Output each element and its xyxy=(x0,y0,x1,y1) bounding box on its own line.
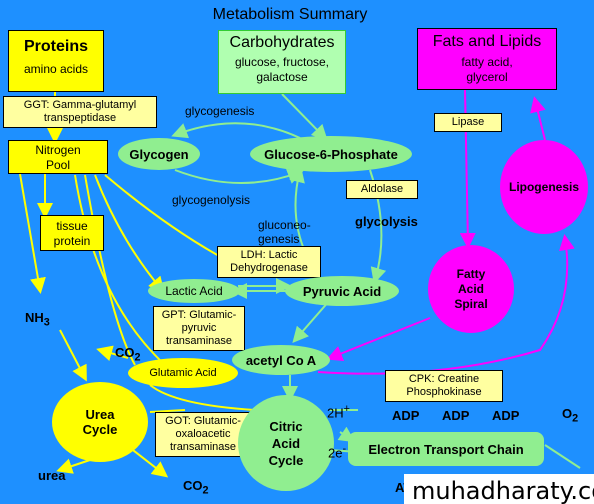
proteins-subtitle: amino acids xyxy=(23,62,89,76)
citric-cycle-line-1: Citric xyxy=(269,418,303,434)
got-line-1: GOT: Glutamic- xyxy=(165,415,241,427)
lactic-acid-oval: Lactic Acid xyxy=(148,279,240,303)
two-h-plus-label: 2H+ xyxy=(327,403,350,420)
nh3-base: NH xyxy=(25,310,44,325)
gpt-line-1: GPT: Glutamic- xyxy=(161,309,237,321)
adp-label-2: ADP xyxy=(442,408,470,423)
fats-subtitle-1: fatty acid, xyxy=(461,55,513,69)
electron-transport-chain-box: Electron Transport Chain xyxy=(348,432,544,466)
gpt-line-3: transaminase xyxy=(165,335,233,347)
co2-lower-label: CO2 xyxy=(183,478,209,497)
o2-base: O xyxy=(562,406,573,421)
co2-lower-base: CO xyxy=(183,478,203,493)
proteins-title: Proteins xyxy=(23,38,88,55)
two-electron-label: 2e- xyxy=(328,443,346,460)
nitrogen-pool-line-2: Pool xyxy=(45,158,71,172)
urea-cycle-line-2: Cycle xyxy=(82,422,118,437)
gluconeogenesis-line-1: gluconeo- xyxy=(258,218,311,232)
proteins-box: Proteins amino acids xyxy=(8,30,104,92)
watermark: muhadharaty.com xyxy=(404,474,594,504)
urea-label: urea xyxy=(38,468,66,483)
ggt-line-1: GGT: Gamma-glutamyl xyxy=(23,99,137,111)
cpk-line-2: Phosphokinase xyxy=(406,386,482,398)
urea-cycle-line-1: Urea xyxy=(85,407,115,422)
gluconeogenesis-label: gluconeo- genesis xyxy=(258,218,311,246)
carbohydrates-box: Carbohydrates glucose, fructose, galacto… xyxy=(218,30,346,94)
fats-subtitle-2: glycerol xyxy=(466,70,508,84)
carbohydrates-title: Carbohydrates xyxy=(229,34,335,51)
glutamic-acid-oval: Glutamic Acid xyxy=(128,358,238,388)
nitrogen-pool-box: Nitrogen Pool xyxy=(8,140,108,174)
glycogen-oval: Glycogen xyxy=(118,138,200,170)
co2-lower-subscript: 2 xyxy=(202,484,209,497)
got-line-3: transaminase xyxy=(169,441,237,453)
glycolysis-label: glycolysis xyxy=(355,214,418,229)
ldh-line-1: LDH: Lactic xyxy=(240,249,298,261)
gpt-line-2: pyruvic xyxy=(181,322,217,334)
nh3-subscript: 3 xyxy=(43,316,50,329)
acetyl-coa-oval: acetyl Co A xyxy=(232,345,330,375)
ggt-label: GGT: Gamma-glutamyl transpeptidase xyxy=(3,96,157,128)
fats-title: Fats and Lipids xyxy=(432,33,542,50)
co2-upper-base: CO xyxy=(115,345,135,360)
carbohydrate-pathway-lines xyxy=(171,93,581,469)
fatty-acid-spiral-line-1: Fatty xyxy=(456,266,486,281)
glucose-6-phosphate-oval: Glucose-6-Phosphate xyxy=(250,136,412,172)
protein-pathway-lines xyxy=(19,92,256,478)
got-line-2: oxaloacetic xyxy=(175,428,231,440)
nh3-label: NH3 xyxy=(25,310,50,329)
citric-cycle-line-2: Acid xyxy=(271,435,301,451)
got-label: GOT: Glutamic- oxaloacetic transaminase xyxy=(155,412,251,457)
lipase-label: Lipase xyxy=(434,113,502,132)
fatty-acid-spiral-line-3: Spiral xyxy=(454,296,488,311)
nitrogen-pool-line-1: Nitrogen xyxy=(35,143,81,157)
tissue-protein-box: tissue protein xyxy=(40,215,104,251)
fats-lipids-box: Fats and Lipids fatty acid, glycerol xyxy=(417,28,557,90)
tissue-protein-line-1: tissue xyxy=(56,219,88,233)
gpt-label: GPT: Glutamic- pyruvic transaminase xyxy=(153,306,245,351)
ldh-line-2: Dehydrogenase xyxy=(230,262,308,274)
cpk-line-1: CPK: Creatine xyxy=(408,373,480,385)
glycogenolysis-label: glycogenolysis xyxy=(172,193,251,207)
o2-label: O2 xyxy=(562,406,578,425)
fatty-acid-spiral-line-2: Acid xyxy=(457,281,484,296)
adp-label-3: ADP xyxy=(492,408,520,423)
o2-subscript: 2 xyxy=(572,412,579,425)
lipogenesis-oval: Lipogenesis xyxy=(500,140,588,234)
ggt-line-2: transpeptidase xyxy=(43,112,117,124)
carbohydrates-subtitle-2: galactose xyxy=(256,70,308,84)
aldolase-label: Aldolase xyxy=(346,180,418,199)
adp-label-1: ADP xyxy=(392,408,420,423)
page-title: Metabolism Summary xyxy=(212,6,368,23)
gluconeogenesis-line-2: genesis xyxy=(258,232,300,246)
ldh-label: LDH: Lactic Dehydrogenase xyxy=(217,246,321,278)
citric-cycle-line-3: Cycle xyxy=(268,452,304,468)
pyruvic-acid-oval: Pyruvic Acid xyxy=(285,276,399,306)
co2-upper-label: CO2 xyxy=(115,345,141,364)
glycogenesis-label: glycogenesis xyxy=(185,104,255,118)
two-electron-base: 2e xyxy=(328,445,343,461)
two-electron-superscript: - xyxy=(342,443,347,455)
two-h-plus-base: 2H xyxy=(327,405,344,421)
tissue-protein-line-2: protein xyxy=(53,234,91,248)
co2-upper-subscript: 2 xyxy=(134,351,141,364)
two-h-plus-superscript: + xyxy=(343,403,350,415)
carbohydrates-subtitle-1: glucose, fructose, xyxy=(234,55,330,69)
cpk-label: CPK: Creatine Phosphokinase xyxy=(385,370,503,402)
